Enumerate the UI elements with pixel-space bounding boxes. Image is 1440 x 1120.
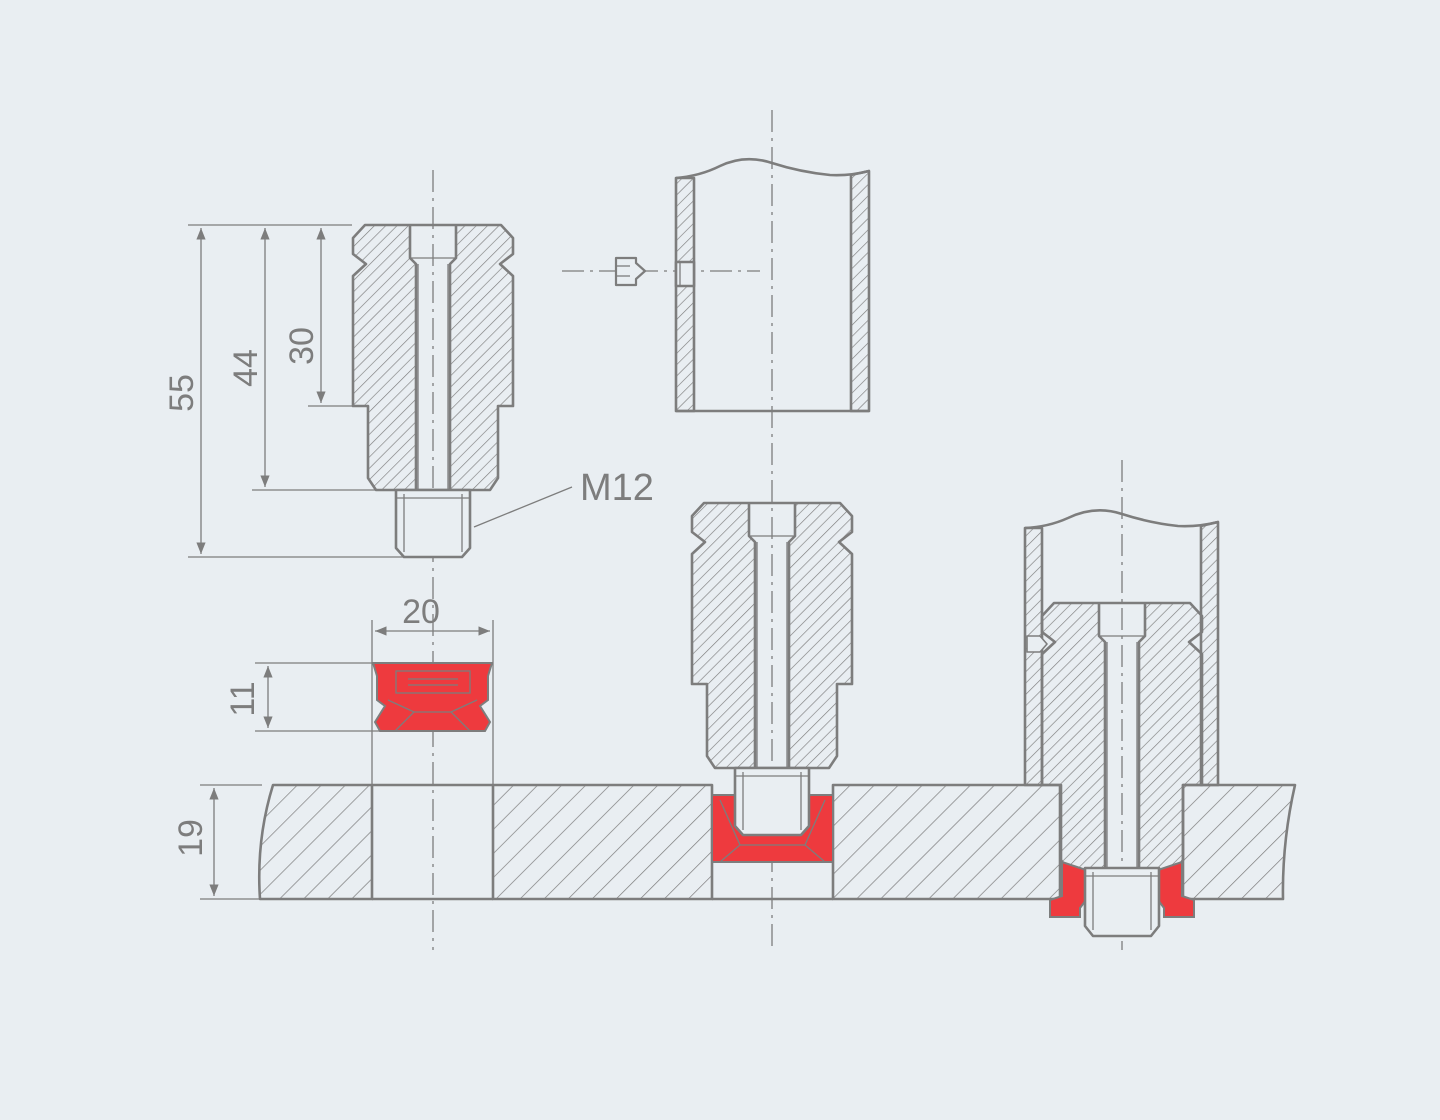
fitting-installed-right [1026,601,1204,874]
thread-stub-middle [733,766,811,837]
dim-label-30: 30 [283,327,321,365]
suction-cup-standalone [371,662,494,732]
dimension-lines [188,224,573,900]
set-screw [614,256,647,287]
tube-section-top [674,157,871,413]
dim-label-55: 55 [163,374,201,412]
dim-label-44: 44 [227,349,265,387]
dim-label-11: 11 [224,681,262,716]
fitting-installed-middle [690,501,854,770]
dim-label-20: 20 [402,593,440,631]
thread-callout-label: M12 [580,467,654,509]
thread-leader [473,486,573,528]
dim-label-19: 19 [172,819,210,857]
fitting-standalone [351,223,515,559]
mounting-plate [257,783,1297,901]
thread-stub-right [1083,866,1161,938]
